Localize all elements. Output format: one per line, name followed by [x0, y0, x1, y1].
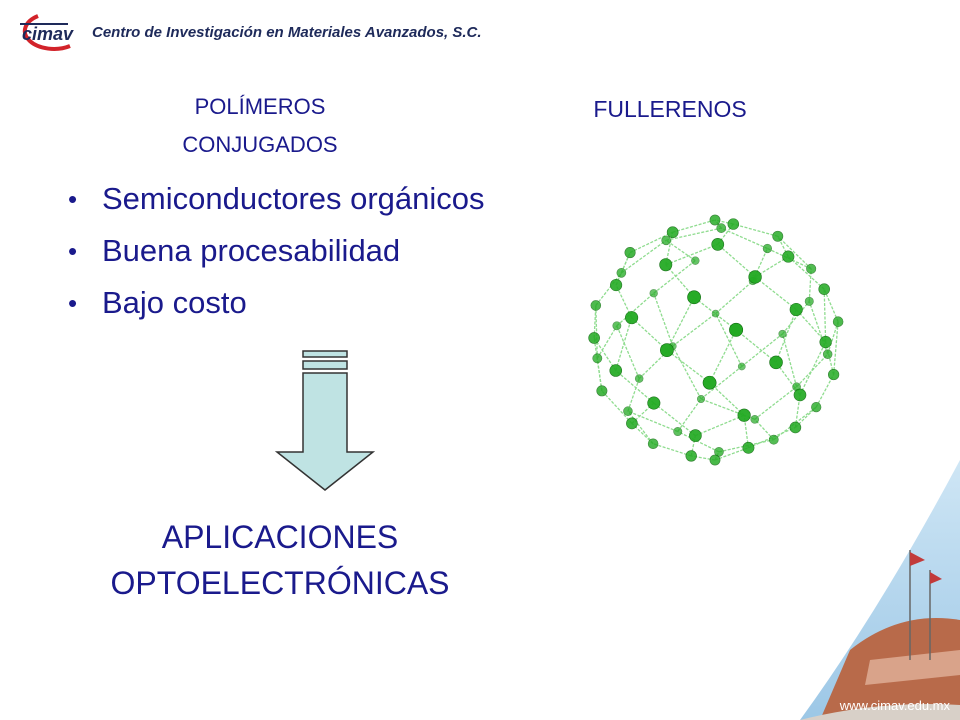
carbon-atom — [711, 309, 720, 318]
carbon-atom — [742, 441, 755, 454]
carbon-atom — [750, 415, 760, 424]
carbon-atom — [590, 300, 602, 311]
carbon-atom — [804, 296, 814, 306]
carbon-atom — [673, 427, 683, 437]
carbon-atom — [647, 438, 659, 449]
carbon-atom — [762, 243, 773, 254]
carbon-atom — [660, 343, 674, 358]
carbon-atom — [778, 329, 787, 338]
carbon-atom — [647, 396, 661, 410]
campus-photo: www.cimav.edu.mx — [800, 460, 960, 720]
carbon-atom — [685, 450, 697, 462]
carbon-atom — [609, 364, 623, 377]
carbon-atom — [716, 223, 727, 233]
carbon-atom — [789, 302, 803, 317]
carbon-atom — [616, 268, 627, 278]
logo-text: cimav — [22, 24, 74, 44]
carbon-atom — [625, 311, 639, 325]
carbon-atom — [689, 429, 702, 442]
carbon-atom — [782, 250, 795, 263]
carbon-atom — [832, 316, 844, 327]
list-item: Bajo costo — [64, 284, 504, 322]
fullerene-molecule-image — [588, 214, 844, 466]
carbon-atom — [727, 218, 740, 230]
carbon-atom — [626, 417, 638, 430]
carbon-atom — [822, 349, 833, 359]
carbon-atom — [828, 368, 840, 381]
carbon-atom — [768, 434, 779, 445]
carbon-atom — [612, 321, 622, 331]
carbon-atom — [769, 355, 783, 370]
organization-title: Centro de Investigación en Materiales Av… — [92, 24, 482, 41]
carbon-atom — [666, 226, 679, 239]
carbon-atom — [811, 402, 822, 413]
applications-line2: OPTOELECTRÓNICAS — [110, 565, 450, 601]
applications-label: APLICACIONES OPTOELECTRÓNICAS — [60, 514, 500, 606]
properties-list: Semiconductores orgánicos Buena procesab… — [64, 180, 504, 336]
down-arrow-icon — [274, 350, 376, 491]
list-item: Semiconductores orgánicos — [64, 180, 504, 218]
website-url: www.cimav.edu.mx — [839, 698, 951, 713]
carbon-atom — [818, 283, 830, 295]
carbon-atom — [596, 385, 608, 397]
carbon-atom — [624, 247, 636, 259]
list-item: Buena procesabilidad — [64, 232, 504, 270]
carbon-atom — [659, 258, 673, 272]
carbon-atom — [610, 279, 623, 292]
polymers-title-line1: POLÍMEROS — [194, 94, 326, 119]
carbon-atom — [588, 332, 600, 344]
carbon-atom — [691, 256, 700, 265]
carbon-atom — [661, 235, 671, 246]
applications-line1: APLICACIONES — [161, 519, 399, 555]
carbon-atom — [623, 406, 633, 416]
carbon-atom — [748, 270, 762, 284]
carbon-atom — [793, 388, 807, 402]
carbon-atom — [649, 289, 658, 298]
cimav-logo: cimav — [20, 14, 74, 51]
polymers-title-line2: CONJUGADOS — [182, 132, 338, 157]
carbon-atom — [737, 408, 751, 422]
carbon-atom — [789, 421, 802, 434]
header: cimav Centro de Investigación en Materia… — [0, 0, 960, 60]
carbon-atom — [696, 394, 706, 404]
carbon-atom — [634, 374, 644, 383]
fullerenes-title: FULLERENOS — [593, 96, 747, 122]
carbon-atom — [729, 322, 744, 337]
polymers-title: POLÍMEROS CONJUGADOS — [110, 88, 410, 164]
carbon-atom — [702, 375, 717, 390]
carbon-atom — [772, 230, 784, 242]
carbon-atom — [737, 362, 746, 371]
carbon-atom — [709, 214, 721, 226]
carbon-atom — [592, 353, 603, 364]
carbon-atom — [711, 238, 725, 251]
carbon-atom — [709, 454, 721, 466]
carbon-atom — [819, 335, 832, 349]
carbon-atom — [806, 263, 817, 274]
carbon-atom — [687, 290, 701, 305]
